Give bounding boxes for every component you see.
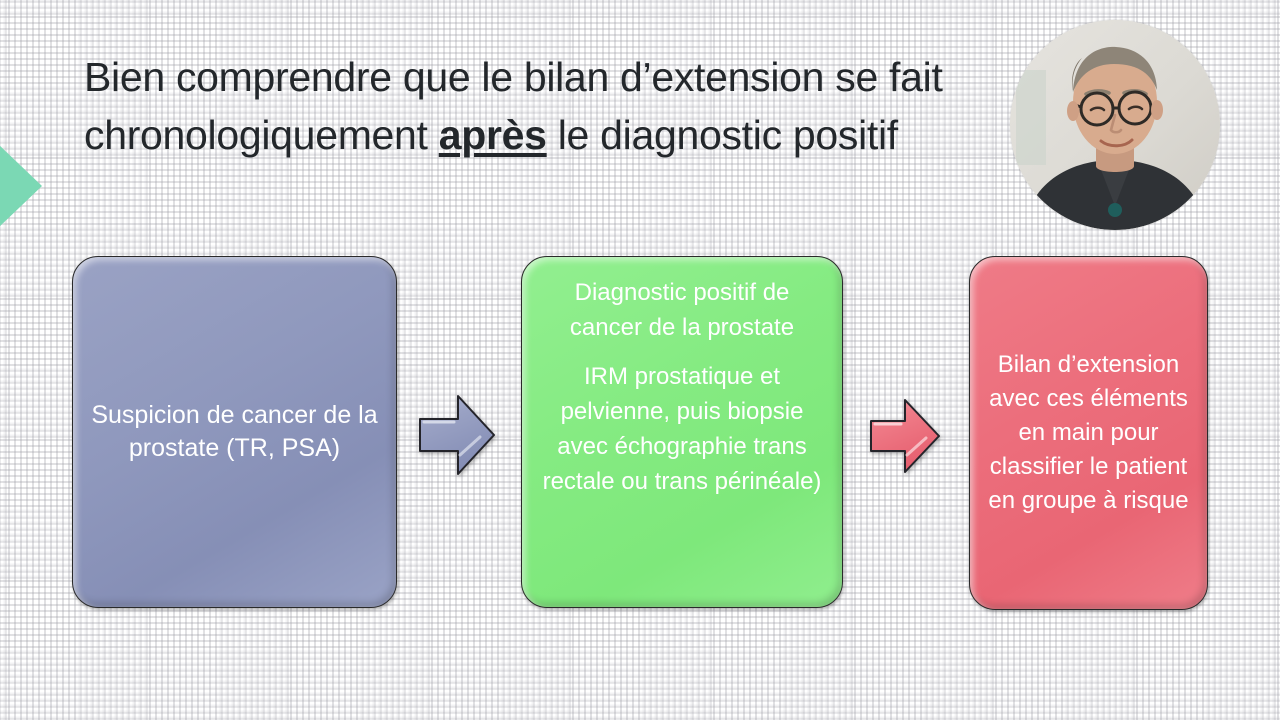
flow-box-diagnostic: Diagnostic positif de cancer de la prost…	[521, 256, 843, 608]
flow-box-diagnostic-text-1: Diagnostic positif de cancer de la prost…	[569, 279, 795, 341]
flow-box-diagnostic-text-2: IRM prostatique et pelvienne, puis biops…	[542, 363, 822, 495]
flow-box-suspicion-text: Suspicion de cancer de la prostate (TR, …	[91, 401, 378, 462]
flow-box-bilan: Bilan d’extension avec ces éléments en m…	[969, 256, 1208, 610]
arrow-right-icon-2	[870, 399, 940, 473]
title-part-1: Bien comprendre que le bilan d’extension…	[84, 54, 943, 158]
presenter-webcam-bubble[interactable]	[1010, 20, 1220, 230]
title-emphasis-apres: après	[438, 112, 547, 158]
left-edge-triangle-marker	[0, 144, 42, 228]
title-part-2: le diagnostic positif	[546, 112, 898, 158]
flow-box-suspicion: Suspicion de cancer de la prostate (TR, …	[72, 256, 397, 608]
presenter-portrait-icon	[1010, 20, 1220, 230]
arrow-right-icon-1	[419, 395, 495, 475]
flow-box-bilan-text: Bilan d’extension avec ces éléments en m…	[988, 351, 1189, 514]
page-title: Bien comprendre que le bilan d’extension…	[84, 48, 984, 164]
